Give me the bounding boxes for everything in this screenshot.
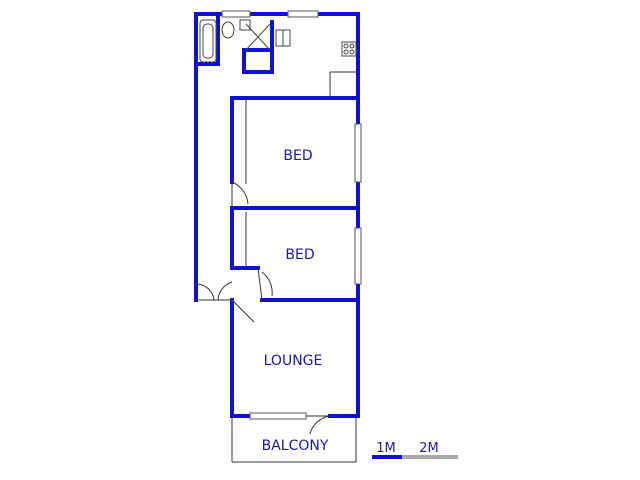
fixtures [199, 19, 357, 63]
scale-bar: 1M 2M [372, 441, 458, 459]
room-label-bed1: BED [283, 148, 312, 164]
burner-icon [349, 49, 355, 55]
burner-icon [343, 43, 349, 49]
burner-icon [343, 49, 349, 55]
scale-segment-2 [402, 455, 458, 459]
scale-label-1m: 1M [376, 441, 396, 456]
stove-icon [341, 41, 357, 57]
thin-lines [231, 71, 358, 463]
door-entrance [195, 283, 216, 301]
toilet-icon [221, 21, 235, 39]
window-kitchen [287, 10, 319, 18]
window-lounge [249, 412, 307, 420]
bathtub-inner [202, 23, 214, 59]
basin-icon [239, 19, 251, 31]
door-bed2 [257, 267, 273, 301]
bathtub-icon [199, 19, 217, 63]
burner-icon [349, 43, 355, 49]
window-bathroom [221, 10, 251, 18]
shower-cross-icon [245, 23, 271, 51]
walls [194, 12, 360, 418]
door-balcony [306, 415, 331, 435]
door-lounge-swing [231, 299, 255, 323]
window-bed1 [354, 123, 362, 183]
room-label-lounge: LOUNGE [264, 353, 323, 369]
room-label-bed2: BED [285, 247, 314, 263]
doors [195, 181, 331, 435]
scale-label-2m: 2M [419, 441, 439, 456]
room-label-balcony: BALCONY [262, 438, 329, 454]
door-bed1 [231, 181, 249, 208]
door-lounge-left [216, 281, 233, 301]
window-bed2 [354, 227, 362, 285]
scale-segment-1 [372, 455, 402, 459]
